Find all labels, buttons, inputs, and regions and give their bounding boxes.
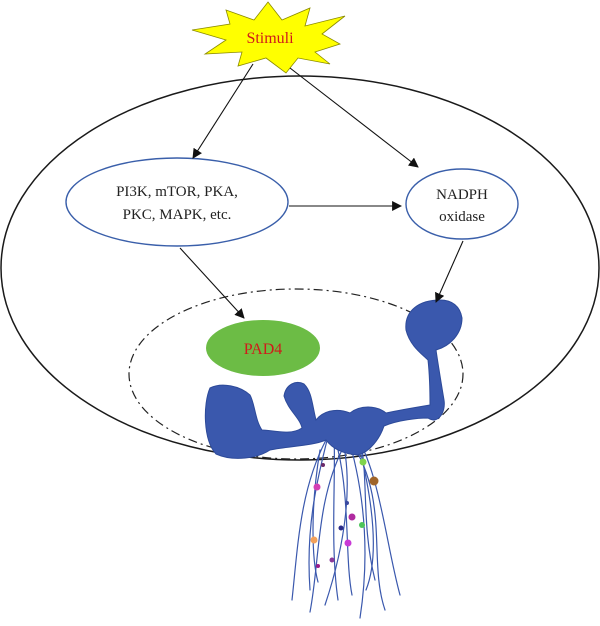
starburst-icon bbox=[191, 1, 346, 74]
arrow-stimuli-to-nadph bbox=[289, 67, 419, 168]
granule-dots-icon bbox=[310, 458, 379, 568]
nadph-label-line1: NADPH bbox=[436, 187, 488, 203]
arrows bbox=[179, 63, 464, 319]
arrow-kinases-to-pad4 bbox=[179, 247, 245, 319]
chromatin-icon bbox=[204, 299, 463, 459]
nucleus-boundary bbox=[128, 288, 464, 460]
pad4-node: PAD4 bbox=[206, 320, 320, 376]
arrow-stimuli-to-kinases bbox=[192, 63, 254, 159]
pad4-shape bbox=[206, 320, 320, 376]
nadph-label-line2: oxidase bbox=[439, 209, 485, 225]
kinase-outline bbox=[65, 157, 289, 247]
arrow-nadph-to-chromatin bbox=[435, 240, 464, 303]
stimuli-label: Stimuli bbox=[246, 30, 294, 47]
kinase-node: PI3K, mTOR, PKA, PKC, MAPK, etc. bbox=[65, 157, 289, 247]
stimuli-node: Stimuli bbox=[191, 1, 346, 74]
nadph-oxidase-node: NADPH oxidase bbox=[405, 168, 519, 240]
kinase-label-line1: PI3K, mTOR, PKA, bbox=[116, 184, 238, 200]
nadph-outline bbox=[405, 168, 519, 240]
net-fibers-icon bbox=[291, 427, 401, 619]
pad4-label: PAD4 bbox=[244, 341, 283, 358]
kinase-label-line2: PKC, MAPK, etc. bbox=[123, 207, 232, 223]
